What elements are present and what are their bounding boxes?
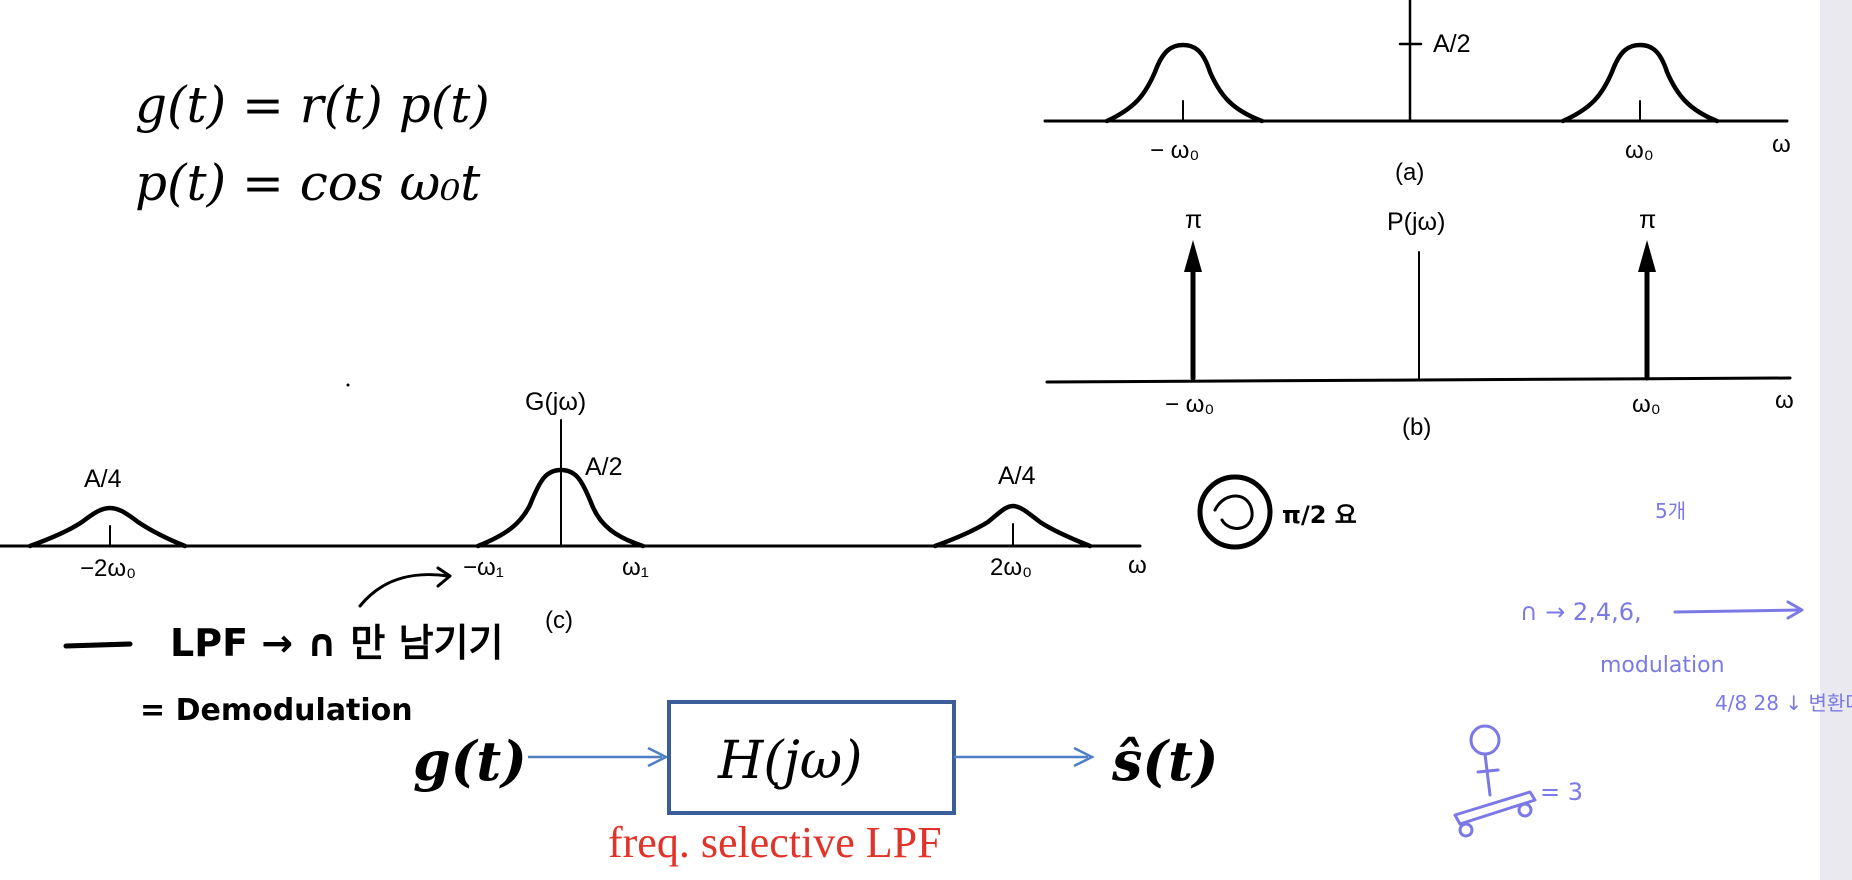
plot-b-right-impulse-label: π (1639, 206, 1656, 234)
plot-b-left-impulse-label: π (1185, 206, 1202, 234)
filter-caption: freq. selective LPF (608, 818, 942, 867)
blue-arrowhead (1786, 600, 1804, 620)
handwritten-notes: LPF → ∩ 만 남기기 = Demodulation π/2 요 (63, 474, 1357, 728)
plot-c-center-lobe (475, 467, 646, 549)
equation-p: p(t) = cos ω₀t (135, 154, 481, 212)
note-curved-arrowhead (436, 566, 452, 588)
plot-c-left-label: A/4 (84, 465, 122, 493)
note-curved-arrow (358, 573, 450, 608)
plot-c-center-label: A/2 (585, 453, 623, 481)
plot-b-right-arrowhead (1638, 240, 1656, 272)
plot-c-right-label: A/4 (998, 462, 1036, 490)
block-input-label: g(t) (413, 729, 527, 793)
output-arrowhead (1073, 746, 1095, 768)
plot-a-axis-label: ω (1772, 131, 1791, 158)
equation-g: g(t) = r(t) p(t) (135, 76, 490, 134)
plot-c-right-lobe (932, 503, 1093, 549)
plot-b: P(jω) π π − ω₀ ω₀ ω (b) (1045, 206, 1794, 441)
plot-b-neg-tick-label: − ω₀ (1165, 391, 1214, 418)
plot-a-caption: (a) (1395, 159, 1424, 186)
note-circle-label: π/2 요 (1282, 501, 1357, 529)
plot-b-axis-label: ω (1775, 387, 1794, 414)
note-circle (1197, 474, 1273, 550)
block-output-label: ŝ(t) (1111, 729, 1218, 793)
plot-c-tick-2w0: 2ω₀ (990, 554, 1032, 581)
plot-b-title: P(jω) (1387, 208, 1445, 236)
input-arrowhead (647, 746, 669, 768)
plot-a-pos-tick-label: ω₀ (1625, 137, 1654, 164)
note-lpf-line: LPF → ∩ 만 남기기 (170, 621, 503, 665)
plot-c-tick-neg2w0: −2ω₀ (80, 555, 136, 582)
plot-a-neg-tick-label: − ω₀ (1150, 137, 1199, 164)
blue-note-seq: ∩ → 2,4,6, (1520, 598, 1642, 626)
plot-b-left-arrowhead (1184, 240, 1202, 272)
blue-note-top: 5개 (1655, 499, 1686, 523)
plot-a-peak-label: A/2 (1433, 30, 1471, 58)
plot-c-axis-label: ω (1128, 552, 1147, 579)
block-diagram: g(t) H(jω) ŝ(t) freq. selective LPF (413, 700, 1218, 867)
strike-scribble (63, 641, 133, 649)
blue-note-side: 4/8 28 ↓ 변환다 (1715, 691, 1852, 715)
blue-stick-figure (1453, 724, 1537, 838)
plot-c-tick-negw1: −ω₁ (463, 554, 504, 581)
filter-block (667, 700, 956, 815)
plot-a-right-lobe (1560, 42, 1720, 124)
plot-c-caption: (c) (545, 607, 573, 634)
plot-c-tick-w1: ω₁ (622, 554, 649, 581)
stray-dot (346, 383, 350, 387)
right-gutter (1820, 0, 1852, 880)
blue-notes: 5개 ∩ → 2,4,6, modulation 4/8 28 ↓ 변환다 = … (1453, 499, 1852, 838)
blue-arrow-line (1673, 608, 1802, 614)
plot-b-pos-tick-label: ω₀ (1632, 391, 1661, 418)
plot-b-caption: (b) (1402, 414, 1431, 441)
plot-a-left-lobe (1104, 42, 1265, 124)
note-demodulation-line: = Demodulation (140, 693, 413, 728)
blue-note-eq: = 3 (1540, 778, 1583, 806)
plot-c: G(jω) A/2 A/4 A/4 −2ω₀ −ω₁ ω₁ 2ω₀ ω (c) (0, 388, 1147, 634)
filter-block-label: H(jω) (717, 731, 862, 791)
plot-a: A/2 − ω₀ ω₀ ω (a) (1043, 0, 1791, 186)
blue-note-modulation: modulation (1600, 653, 1725, 678)
plot-c-left-lobe (27, 505, 188, 549)
note-circle-scribble (1213, 494, 1254, 530)
plot-c-title: G(jω) (525, 388, 586, 416)
